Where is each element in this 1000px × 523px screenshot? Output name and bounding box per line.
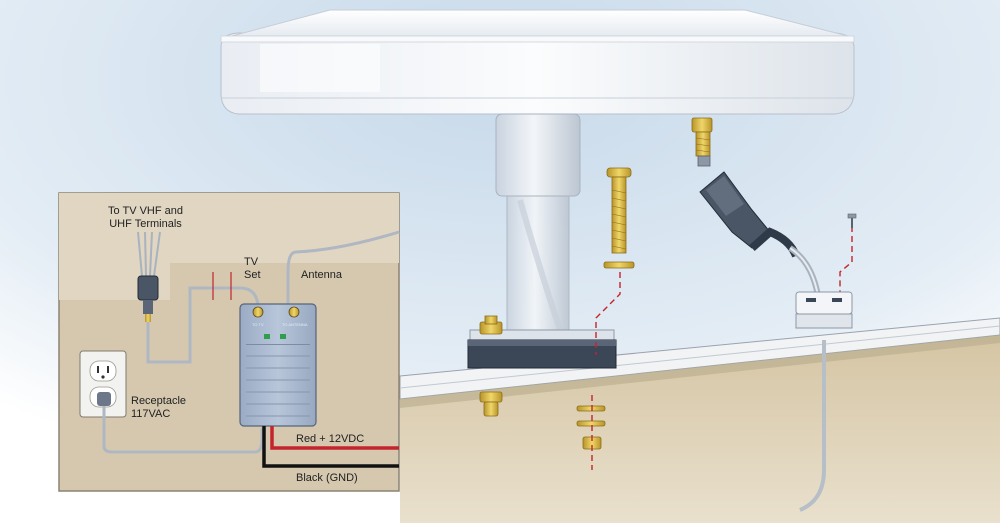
tv-set-break-marks xyxy=(212,272,232,300)
black-gnd-wire xyxy=(262,426,399,468)
power-cord xyxy=(102,406,264,454)
antenna-feed-cable xyxy=(286,230,400,305)
under-deck-bolt xyxy=(479,391,503,417)
label-receptacle-line1: Receptacle xyxy=(131,395,187,407)
mounting-bolt xyxy=(603,167,635,269)
label-tv-terminals: To TV VHF and UHF Terminals xyxy=(108,205,183,231)
label-antenna: Antenna xyxy=(301,269,342,281)
label-red-wire: Red + 12VDC xyxy=(296,433,365,445)
mount-base xyxy=(467,329,617,369)
label-tv-set: TV Set xyxy=(244,256,261,282)
tv-cable xyxy=(146,286,260,364)
under-deck-hardware xyxy=(576,405,606,450)
label-receptacle: Receptacle 117VAC xyxy=(131,395,186,421)
coax-connector xyxy=(691,117,713,167)
label-tv-terminals-line2: UHF Terminals xyxy=(109,218,182,230)
under-deck-cable xyxy=(799,340,826,512)
mount-top-nut xyxy=(479,315,503,335)
label-tv-set-line2: Set xyxy=(244,269,261,281)
deck xyxy=(399,317,1000,523)
label-receptacle-line2: 117VAC xyxy=(131,408,171,420)
port-label-to-antenna: TO ANTENNA xyxy=(282,322,308,327)
label-tv-set-line1: TV xyxy=(244,256,259,268)
antenna-mast xyxy=(495,113,581,335)
red-12vdc-wire xyxy=(270,426,399,450)
port-label-to-tv: TO TV xyxy=(252,322,264,327)
tv-terminal-leads xyxy=(137,231,161,322)
label-tv-terminals-line1: To TV VHF and xyxy=(108,205,183,217)
power-supply-box: TO TV TO ANTENNA xyxy=(239,303,317,427)
wall-receptacle xyxy=(79,350,127,418)
cable-gland xyxy=(795,291,853,329)
assembly-leader-lines xyxy=(591,226,853,470)
label-black-wire: Black (GND) xyxy=(296,472,358,484)
antenna-dome xyxy=(220,9,855,115)
gland-screw xyxy=(847,213,857,228)
